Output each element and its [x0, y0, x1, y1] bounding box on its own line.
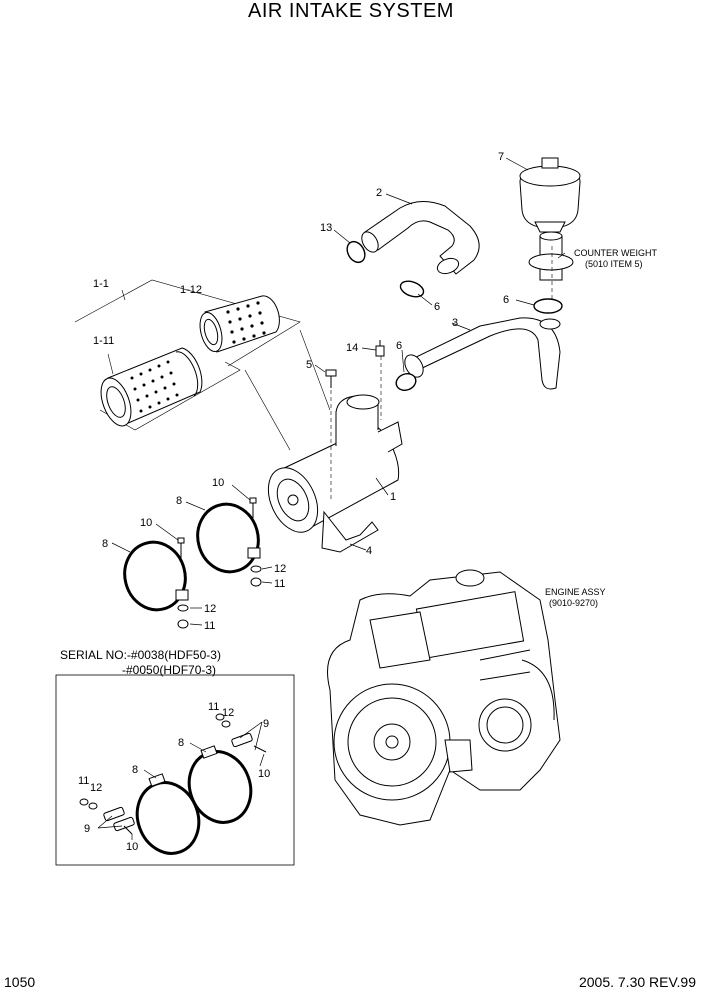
detail-band-clamp-upper: [187, 745, 253, 824]
serial-number-note: SERIAL NO:-#0038(HDF50-3) -#0050(HDF70-3…: [60, 648, 221, 678]
detail-callout-8-b: 8: [132, 764, 138, 776]
bolt-10-upper: [249, 497, 257, 518]
callout-5: 5: [306, 359, 312, 371]
detail-callout-11-a: 11: [208, 701, 219, 713]
washer-12-lower: [177, 604, 189, 612]
serial-note-line1: SERIAL NO:-#0038(HDF50-3): [60, 648, 221, 662]
intake-hose-upper: [361, 201, 480, 275]
callout-6-a: 6: [434, 301, 440, 313]
precleaner-cap: [519, 157, 581, 233]
hose-clamp-6-right: [533, 298, 563, 314]
callout-4: 4: [366, 545, 372, 557]
detail-callout-11-b: 11: [78, 775, 89, 787]
inner-filter-element: [199, 295, 280, 353]
filter-element-group: [74, 279, 301, 431]
callout-14: 14: [346, 342, 358, 354]
callout-6-b: 6: [503, 294, 509, 306]
detail-band-clamp-lower: [135, 773, 201, 855]
callout-13: 13: [320, 222, 332, 234]
detail-callout-12-a: 12: [222, 707, 234, 719]
nut-11-upper: [250, 577, 262, 587]
callout-10-a: 10: [212, 477, 224, 489]
air-cleaner-body: [267, 394, 403, 553]
intake-pipe-counterweight: [528, 231, 574, 281]
detail-callout-10-b: 10: [126, 841, 138, 853]
callout-7: 7: [498, 151, 504, 163]
detail-bracket-9-upper: [231, 732, 267, 753]
callout-6-c: 6: [396, 340, 402, 352]
page-number: 1050: [4, 974, 36, 990]
callout-12-b: 12: [204, 603, 216, 615]
callout-11-a: 11: [274, 578, 285, 590]
counter-weight-note-line1: COUNTER WEIGHT: [574, 248, 657, 258]
callout-8-b: 8: [102, 538, 108, 550]
detail-callout-9-a: 9: [263, 718, 269, 730]
callout-1-1: 1-1: [93, 278, 109, 290]
nut-11-lower: [177, 619, 189, 629]
revision-date: 2005. 7.30 REV.99: [578, 974, 696, 990]
detail-callout-12-b: 12: [90, 782, 102, 794]
callout-1-12: 1-12: [180, 284, 202, 296]
band-clamp-lower: [123, 540, 189, 612]
callout-labels: 1-1 1-12 1-11 2 13 7 6 6 3 14 5 6 1 4 10…: [78, 151, 657, 853]
hose-clamp-6-upper: [399, 280, 425, 298]
engine-assy-note-line2: (9010-9270): [549, 598, 598, 608]
hose-clamp-13: [346, 240, 366, 264]
callout-8-a: 8: [176, 495, 182, 507]
detail-callout-10-a: 10: [258, 768, 270, 780]
counter-weight-note-line2: (5010 ITEM 5): [585, 259, 643, 269]
band-clamp-upper: [196, 502, 261, 574]
detail-callout-8-a: 8: [178, 737, 184, 749]
callout-10-b: 10: [140, 517, 152, 529]
serial-detail-frame: [55, 674, 295, 866]
fitting-14: [375, 340, 385, 357]
leader-lines: [97, 157, 566, 840]
bolt-10-lower: [177, 537, 185, 558]
detail-callout-9-b: 9: [84, 823, 90, 835]
engine-assembly: [327, 569, 561, 826]
serial-note-line2: -#0050(HDF70-3): [122, 663, 217, 677]
callout-1-11: 1-11: [93, 335, 114, 347]
washer-12-upper: [250, 565, 262, 573]
page-title: AIR INTAKE SYSTEM: [248, 0, 454, 22]
callout-11-b: 11: [204, 620, 215, 632]
callout-1: 1: [390, 491, 396, 503]
outer-filter-element: [100, 347, 203, 427]
intake-hose-lower: [404, 317, 561, 390]
bolt-5: [325, 369, 337, 388]
detail-bracket-9-lower: [103, 806, 135, 835]
callout-3: 3: [452, 317, 458, 329]
hose-clamp-6-middle: [395, 373, 417, 391]
callout-12-a: 12: [274, 563, 286, 575]
engine-assy-note-line1: ENGINE ASSY: [545, 587, 606, 597]
callout-2: 2: [376, 187, 382, 199]
